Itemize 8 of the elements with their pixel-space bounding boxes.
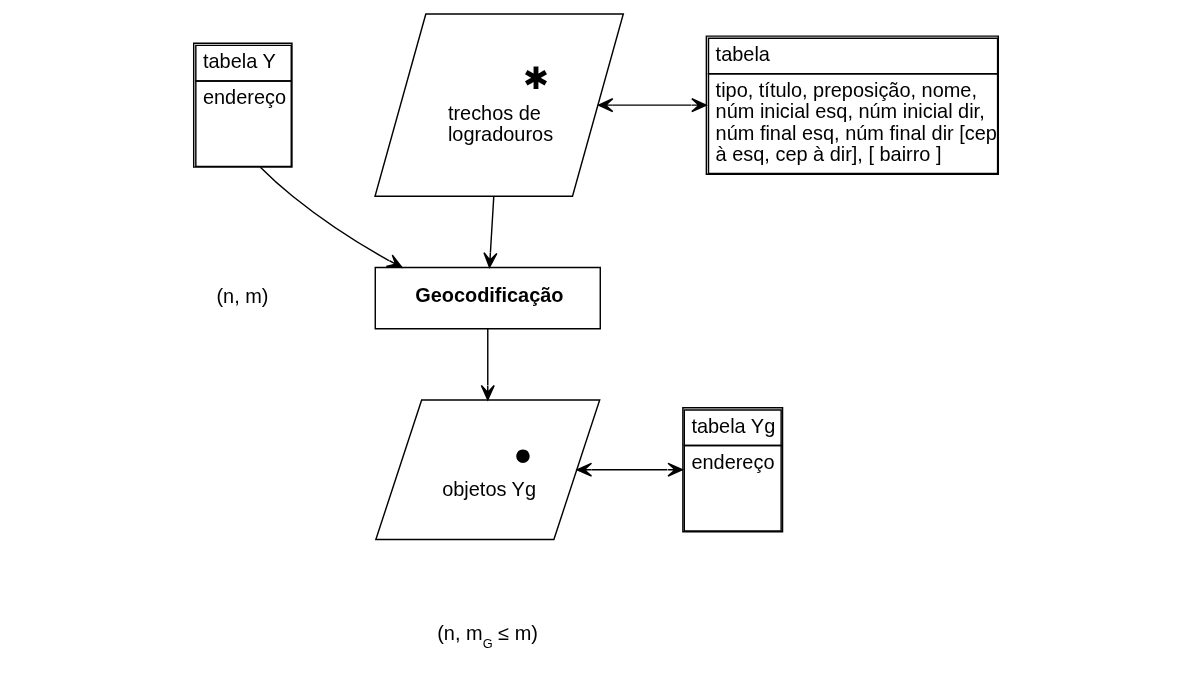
- label: (n, m$_{G}$ ≤ m): [436, 622, 538, 651]
- label: (n, m): [215, 285, 268, 308]
- arrow: [480, 328, 495, 401]
- arrow: [576, 462, 683, 477]
- node-box: Geocodificação: [374, 266, 601, 330]
- arrow: [259, 166, 403, 269]
- arrow: [597, 98, 707, 113]
- arrow: [482, 195, 497, 268]
